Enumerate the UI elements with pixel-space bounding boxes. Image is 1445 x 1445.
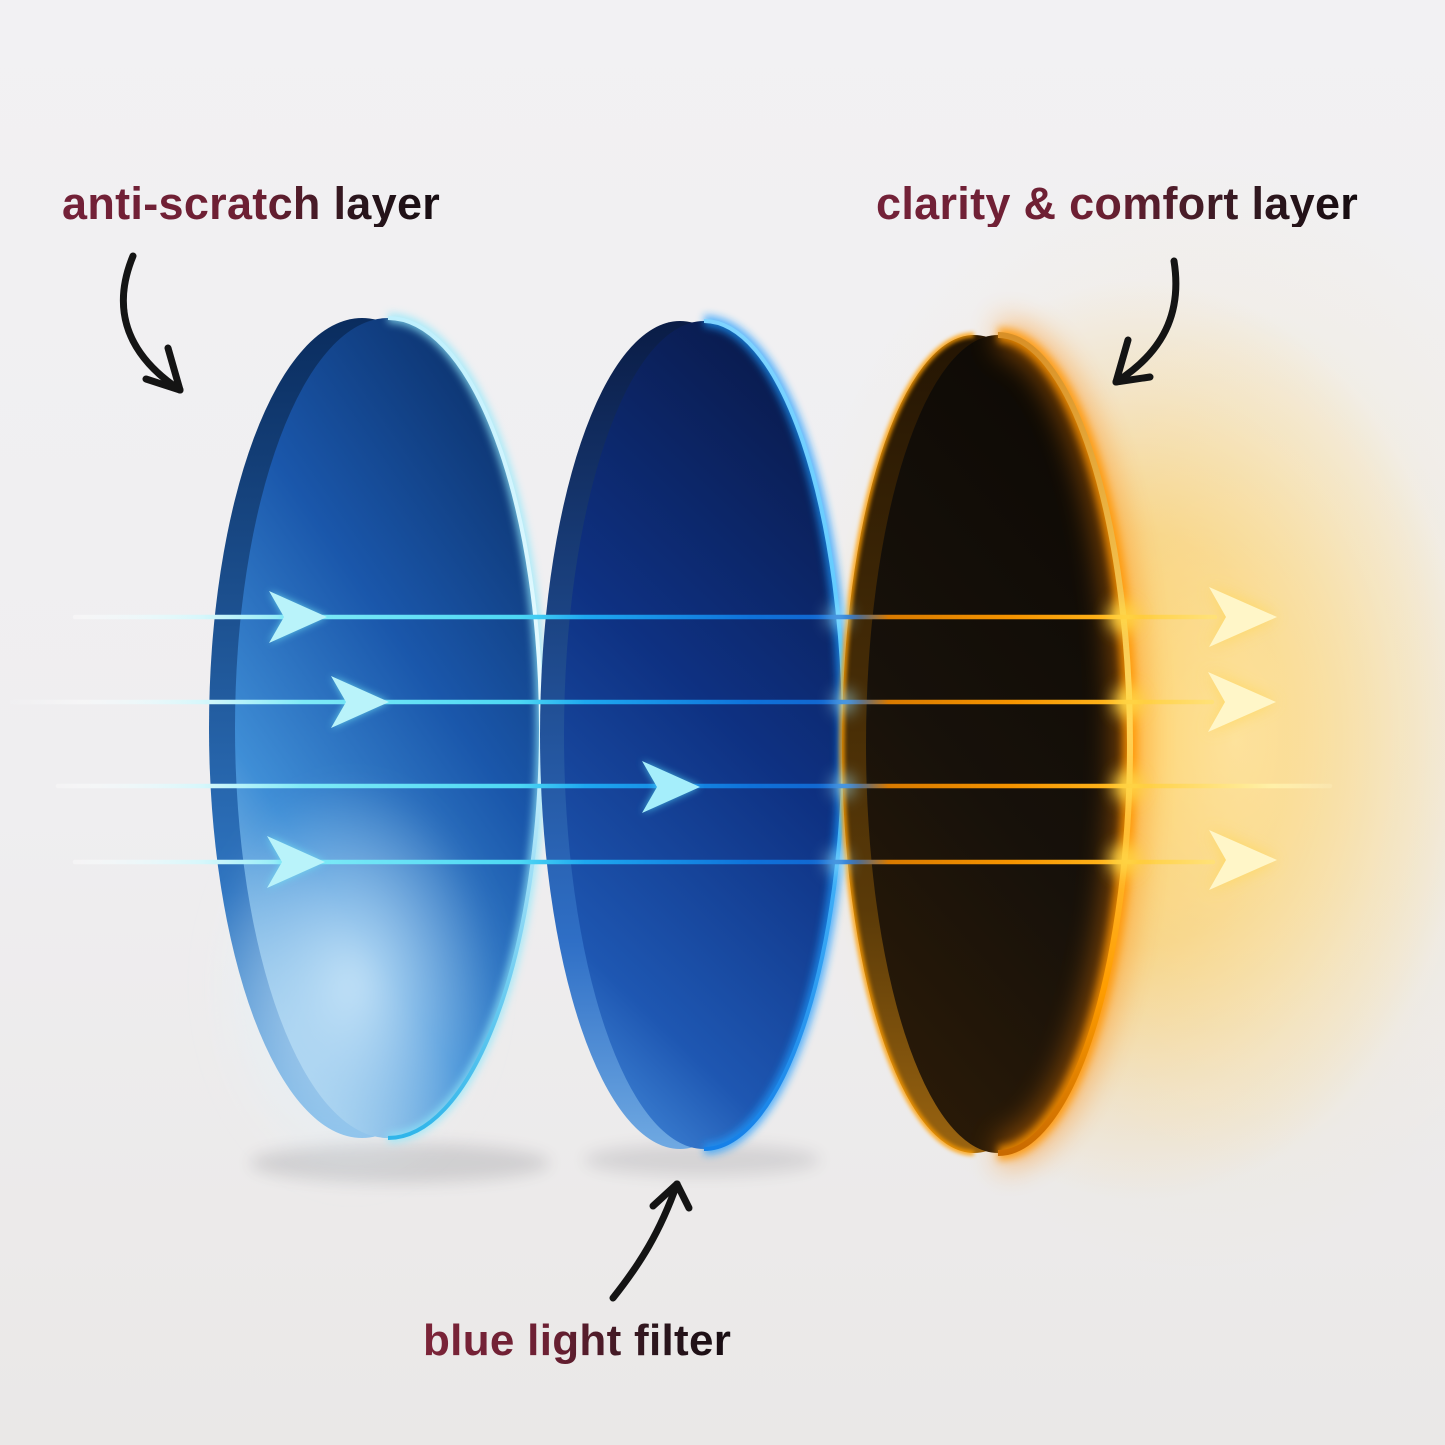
cyan-ray-arrowheads (267, 591, 700, 888)
lens-anti-scratch-layer (207, 313, 546, 1190)
lens-backlit-edge (839, 332, 975, 1156)
curved-arrow-to-blue-light-filter-lens-icon (609, 1180, 693, 1302)
annotation-arrows (120, 252, 1180, 1302)
ray-arrowhead-yellow-icon (1209, 587, 1277, 647)
ray-arrowhead-cyan-icon (642, 761, 700, 813)
label-anti-scratch-layer: anti-scratch layer (62, 178, 441, 229)
yellow-ray-arrowheads (1208, 587, 1277, 890)
ray-arrowhead-yellow-icon (1209, 830, 1277, 890)
ray-arrowhead-yellow-icon (1208, 672, 1276, 732)
lens-rim-highlight (997, 332, 1133, 1156)
lens-face (866, 335, 1130, 1153)
curved-arrow-to-clarity-comfort-lens-icon (1112, 257, 1180, 386)
lens-blue-light-filter (540, 315, 850, 1155)
ray-arrowhead-cyan-icon (267, 836, 325, 888)
curved-arrow-to-anti-scratch-lens-icon (120, 252, 184, 394)
lens-face (564, 321, 844, 1149)
rim-light-bursts (825, 601, 1145, 876)
lens-shadow (584, 1144, 820, 1176)
ray-arrowhead-cyan-icon (269, 591, 327, 643)
label-clarity-comfort-layer: clarity & comfort layer (876, 178, 1359, 229)
label-blue-light-filter: blue light filter (423, 1316, 732, 1365)
lens-inner-glow (207, 780, 497, 1190)
lens-clarity-comfort-layer (839, 318, 1147, 1170)
ray-arrowhead-cyan-icon (331, 676, 389, 728)
